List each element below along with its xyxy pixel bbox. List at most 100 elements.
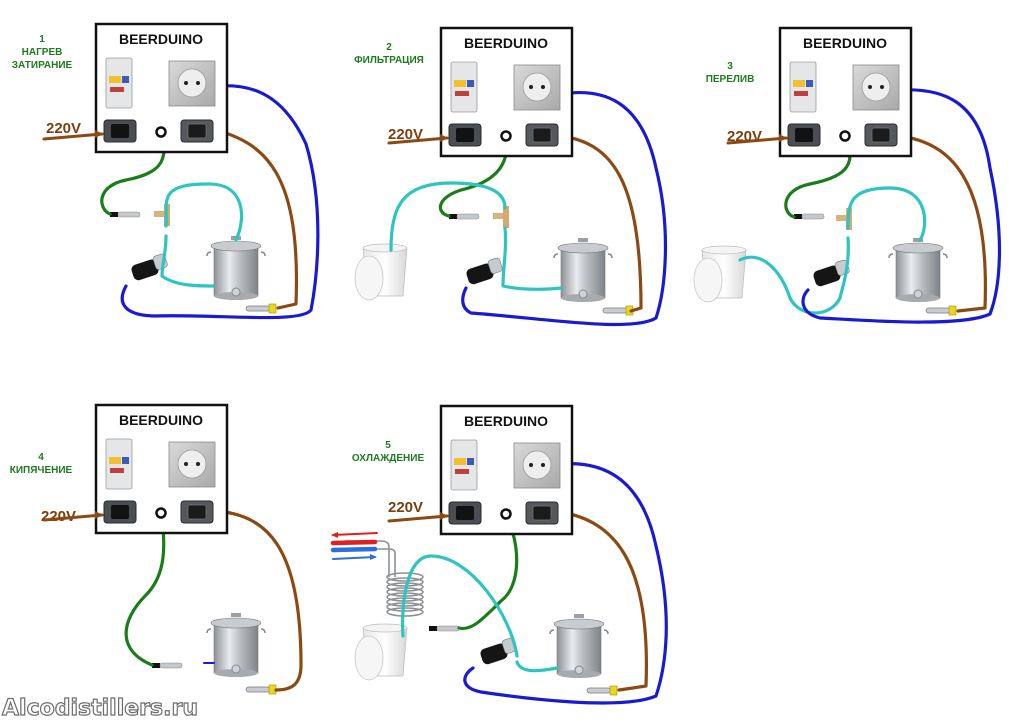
sensor-wire <box>438 134 509 218</box>
heater-rod <box>602 307 628 314</box>
heater-rod <box>245 305 271 312</box>
heater-power-wire <box>559 510 649 692</box>
temperature-probe-icon <box>110 211 141 218</box>
power-socket-icon <box>852 64 900 111</box>
sensor-jack-icon <box>500 130 512 142</box>
iec-inlet-icon <box>787 123 821 147</box>
heating-element-icon <box>586 685 618 696</box>
cold-water-pipe-marker <box>330 546 378 553</box>
bucket-icon <box>693 245 747 303</box>
controller-title: BEERDUINO <box>464 35 548 51</box>
socket-pin-hole <box>880 85 884 89</box>
kettle-handle <box>607 253 613 259</box>
pump-motor <box>131 259 159 281</box>
kettle-handle <box>549 629 555 635</box>
immersion-chiller-icon <box>345 540 424 617</box>
socket-pin-hole <box>541 85 545 89</box>
pump-power-wire <box>120 84 320 320</box>
breaker-test-button <box>467 458 474 465</box>
tee-branch <box>154 211 166 217</box>
kettle-valve <box>913 289 923 299</box>
stage-title: ОХЛАЖДЕНИЕ <box>352 453 425 464</box>
kettle-handle <box>260 251 266 257</box>
socket-face <box>522 450 552 480</box>
kettle-handle <box>942 253 948 259</box>
watermark: Alcodistillers.ru <box>1 695 198 721</box>
bucket-rim <box>362 623 408 633</box>
iec-outlet-icon <box>180 500 214 524</box>
power-socket-icon <box>168 441 216 488</box>
heater-connector <box>268 303 277 314</box>
kettle-lid <box>553 618 605 630</box>
kettle-lid <box>557 242 609 254</box>
voltage-label: 220V <box>46 120 81 137</box>
probe-tube <box>456 213 480 220</box>
hot-water-pipe-marker <box>330 539 378 546</box>
probe-tube <box>117 211 141 218</box>
inlet-face <box>456 506 474 520</box>
hot-water-out-arrow <box>332 532 378 536</box>
stage-subtitle: ЗАТИРАНИЕ <box>12 60 73 71</box>
socket-face <box>522 72 552 102</box>
tee-branch <box>493 213 505 219</box>
cold-water-in-arrow <box>332 556 376 560</box>
kettle-valve <box>578 289 588 299</box>
mains-input-wire <box>42 132 104 141</box>
stage-title: НАГРЕВ <box>22 47 63 58</box>
pump-icon <box>480 637 517 665</box>
inlet-face <box>111 124 129 138</box>
hose-from-kettle <box>846 186 927 242</box>
breaker-test-button <box>806 80 813 87</box>
temperature-probe-icon <box>794 213 825 220</box>
socket-pin-hole <box>184 462 188 466</box>
bucket-rim <box>701 245 747 255</box>
socket-pin-hole <box>184 81 188 85</box>
heater-power-wire <box>898 134 988 313</box>
rcd-breaker-icon <box>450 439 478 491</box>
inlet-face <box>795 128 813 142</box>
pump-power-wire <box>461 90 668 327</box>
bucket-lid <box>354 255 384 301</box>
arrow-head-right <box>370 554 377 560</box>
mains-arrow-head <box>440 512 448 520</box>
heater-rod <box>925 307 951 314</box>
voltage-label: 220V <box>388 499 423 516</box>
pump-motor <box>466 263 494 285</box>
breaker-test-button <box>122 76 129 83</box>
brew-kettle-icon <box>206 236 266 300</box>
kettle-handle <box>553 253 559 259</box>
heater-connector <box>609 685 618 696</box>
outlet-face <box>532 127 552 143</box>
stage-number: 3 <box>727 61 733 72</box>
heater-rod <box>586 687 612 694</box>
sensor-wire <box>100 130 166 216</box>
power-socket-icon <box>168 60 216 107</box>
iec-inlet-icon <box>103 500 137 524</box>
water-flow-arrows <box>330 532 378 560</box>
breaker-indicator <box>794 91 808 96</box>
kettle-valve <box>231 664 241 674</box>
kettle-handle <box>260 628 266 634</box>
sensor-wire <box>124 511 166 667</box>
heating-element-icon <box>925 305 957 316</box>
kettle-valve <box>231 287 241 297</box>
kettle-knob <box>913 238 923 242</box>
pump-power-wire <box>801 88 1002 324</box>
stage-title: ПЕРЕЛИВ <box>706 74 755 85</box>
kettle-handle <box>603 629 609 635</box>
hose-from-pump <box>401 554 519 658</box>
probe-cable-end <box>429 626 437 631</box>
breaker-handle <box>454 80 466 87</box>
kettle-handle <box>206 628 212 634</box>
rcd-breaker-icon <box>105 438 133 490</box>
voltage-label: 220V <box>388 126 423 143</box>
sensor-jack-icon <box>839 130 851 142</box>
breaker-indicator <box>110 468 124 473</box>
breaker-indicator <box>455 469 469 474</box>
iec-outlet-icon <box>525 501 559 525</box>
chiller-coil-turn <box>386 607 424 617</box>
